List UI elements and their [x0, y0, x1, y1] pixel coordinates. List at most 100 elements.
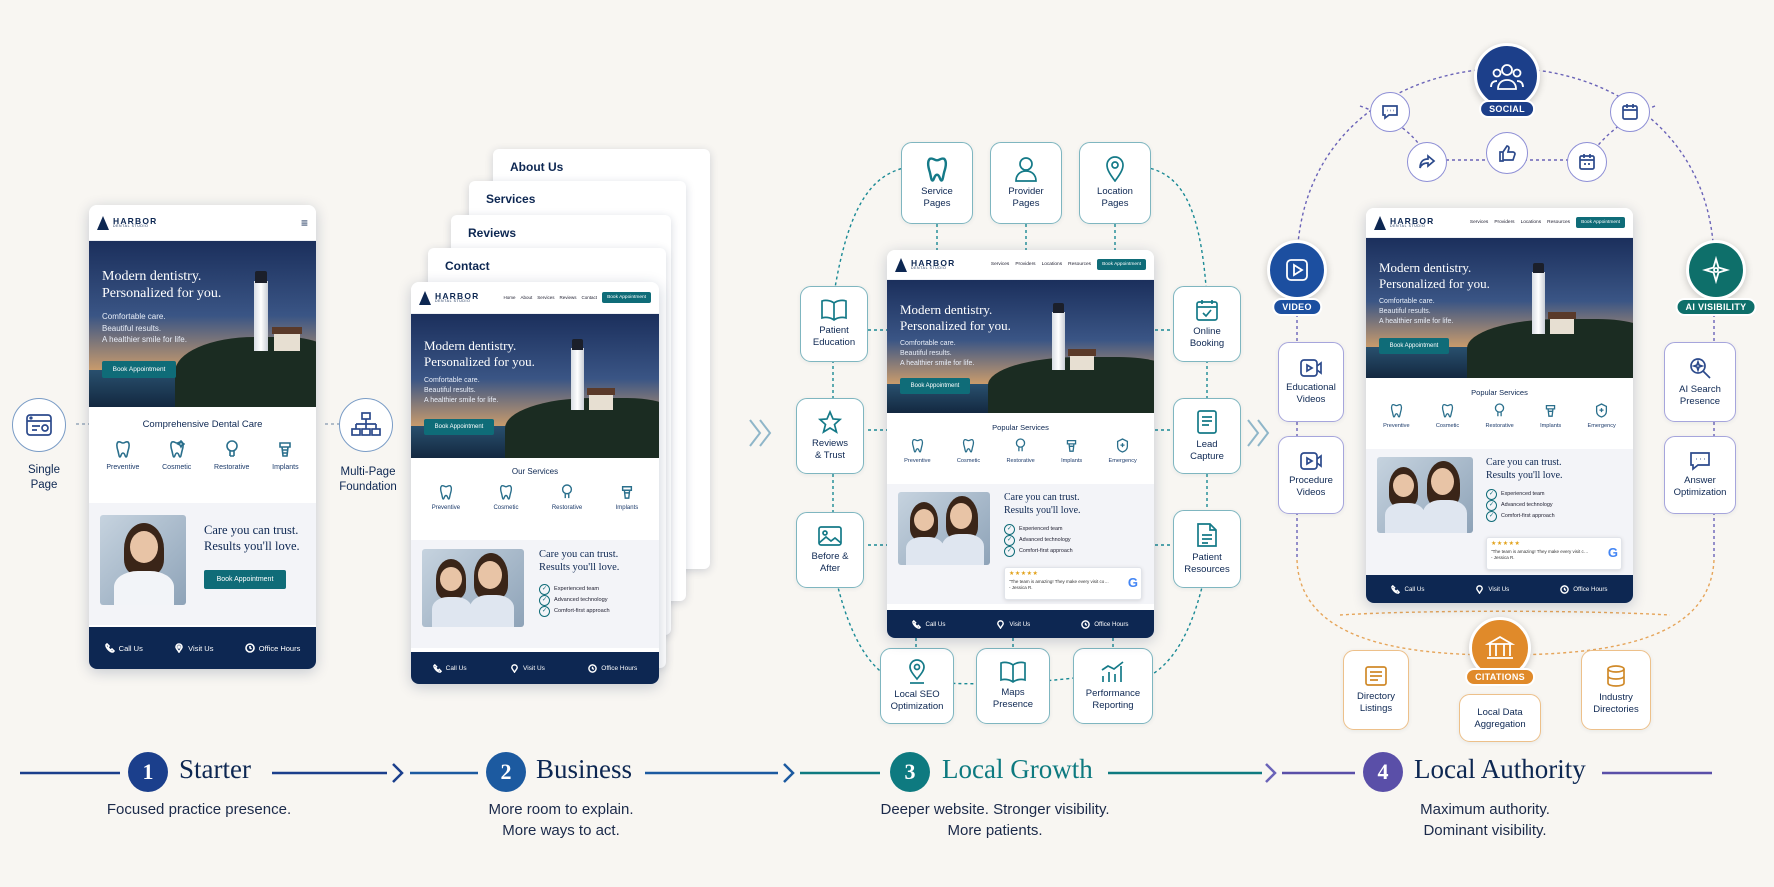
- service-cosmetic[interactable]: Cosmetic: [162, 440, 191, 471]
- nav-locations[interactable]: Locations: [1520, 220, 1542, 225]
- office-hours-link[interactable]: Office Hours: [588, 663, 637, 673]
- nav-reviews[interactable]: Reviews: [559, 295, 577, 300]
- ai-visibility-badge: AI VISIBILITY: [1675, 298, 1757, 316]
- call-us-link[interactable]: Call Us: [432, 663, 467, 673]
- book-appointment-button[interactable]: Book Appointment: [102, 361, 176, 378]
- google-icon: G: [1127, 575, 1138, 590]
- hero-banner: Modern dentistry.Personalized for you. C…: [89, 241, 316, 407]
- nav-contact[interactable]: Contact: [581, 295, 598, 300]
- contact-footer: Call Us Visit Us Office Hours: [411, 652, 659, 684]
- hamburger-menu-icon[interactable]: ≡: [300, 215, 308, 230]
- nav-book-button[interactable]: Book Appointment: [1097, 259, 1146, 270]
- office-hours-link[interactable]: Office Hours: [1560, 584, 1608, 594]
- services-heading: Our Services: [511, 467, 559, 476]
- office-hours-link[interactable]: Office Hours: [244, 643, 300, 653]
- social-icon[interactable]: [1474, 43, 1540, 109]
- nav-resources[interactable]: Resources: [1068, 262, 1092, 267]
- services-row: Preventive Cosmetic Restorative Implants…: [887, 438, 1154, 464]
- office-hours-link[interactable]: Office Hours: [1081, 619, 1129, 629]
- chat-icon[interactable]: [1370, 92, 1410, 132]
- service-preventive[interactable]: Preventive: [106, 440, 139, 471]
- nav-book-button[interactable]: Book Appointment: [1576, 217, 1625, 228]
- tier-1-description: Focused practice presence.: [106, 801, 292, 818]
- care-book-button[interactable]: Book Appointment: [204, 570, 286, 589]
- tier-2-badge: 2: [486, 752, 526, 792]
- schedule-icon[interactable]: [1567, 142, 1607, 182]
- nav-locations[interactable]: Locations: [1041, 262, 1063, 267]
- calendar-icon[interactable]: [1610, 92, 1650, 132]
- nav-services[interactable]: Services: [990, 262, 1010, 267]
- book-appointment-button[interactable]: Book Appointment: [1379, 338, 1449, 354]
- service-implants[interactable]: Implants: [1061, 438, 1082, 464]
- service-cosmetic[interactable]: Cosmetic: [493, 484, 518, 511]
- tier-2-description: More room to explain.More ways to act.: [488, 801, 634, 839]
- service-emergency[interactable]: Emergency: [1588, 403, 1616, 429]
- visit-us-link[interactable]: Visit Us: [174, 643, 213, 653]
- service-preventive[interactable]: Preventive: [1383, 403, 1410, 429]
- tier-4-title: Local Authority: [1414, 754, 1586, 784]
- book-appointment-button[interactable]: Book Appointment: [424, 419, 494, 435]
- reviews-trust-node[interactable]: Reviews& Trust: [796, 398, 864, 474]
- service-preventive[interactable]: Preventive: [904, 438, 931, 464]
- visit-us-link[interactable]: Visit Us: [510, 663, 545, 673]
- service-preventive[interactable]: Preventive: [432, 484, 460, 511]
- nav-book-button[interactable]: Book Appointment: [602, 292, 651, 303]
- call-us-link[interactable]: Call Us: [104, 643, 143, 653]
- service-emergency[interactable]: Emergency: [1109, 438, 1137, 464]
- nav-about[interactable]: About: [520, 295, 533, 300]
- main-nav: Home About Services Reviews Contact Book…: [503, 292, 651, 303]
- service-restorative[interactable]: Restorative: [552, 484, 582, 511]
- care-section: Care you can trust.Results you'll love. …: [89, 503, 316, 625]
- service-restorative[interactable]: Restorative: [1006, 438, 1035, 464]
- video-icon[interactable]: [1267, 240, 1327, 300]
- service-implants[interactable]: Implants: [1540, 403, 1561, 429]
- nav-resources[interactable]: Resources: [1547, 220, 1571, 225]
- nav-services[interactable]: Services: [537, 295, 555, 300]
- service-cosmetic[interactable]: Cosmetic: [1436, 403, 1459, 429]
- service-cosmetic[interactable]: Cosmetic: [957, 438, 980, 464]
- visit-us-link[interactable]: Visit Us: [1475, 584, 1509, 594]
- service-restorative[interactable]: Restorative: [1485, 403, 1514, 429]
- hero-banner: Modern dentistry.Personalized for you. C…: [887, 280, 1154, 413]
- nav-providers[interactable]: Providers: [1494, 220, 1515, 225]
- share-icon[interactable]: [1407, 142, 1447, 182]
- social-badge: SOCIAL: [1479, 100, 1535, 118]
- thumbs-up-icon[interactable]: [1486, 132, 1528, 174]
- service-implants[interactable]: Implants: [272, 440, 299, 471]
- call-us-link[interactable]: Call Us: [912, 619, 945, 629]
- visit-us-link[interactable]: Visit Us: [996, 619, 1030, 629]
- nav-home[interactable]: Home: [503, 295, 516, 300]
- patients-photo: [898, 492, 990, 565]
- ai-visibility-icon[interactable]: [1686, 240, 1746, 300]
- service-restorative[interactable]: Restorative: [214, 440, 249, 471]
- services-row: Preventive Cosmetic Restorative Implants: [411, 484, 659, 511]
- nav-services[interactable]: Services: [1469, 220, 1489, 225]
- google-icon: G: [1607, 545, 1618, 560]
- tier-3-title: Local Growth: [942, 754, 1093, 784]
- before-after-node[interactable]: Before &After: [796, 512, 864, 588]
- service-implants[interactable]: Implants: [616, 484, 638, 511]
- nav-providers[interactable]: Providers: [1015, 262, 1036, 267]
- call-us-link[interactable]: Call Us: [1391, 584, 1424, 594]
- book-appointment-button[interactable]: Book Appointment: [900, 378, 970, 394]
